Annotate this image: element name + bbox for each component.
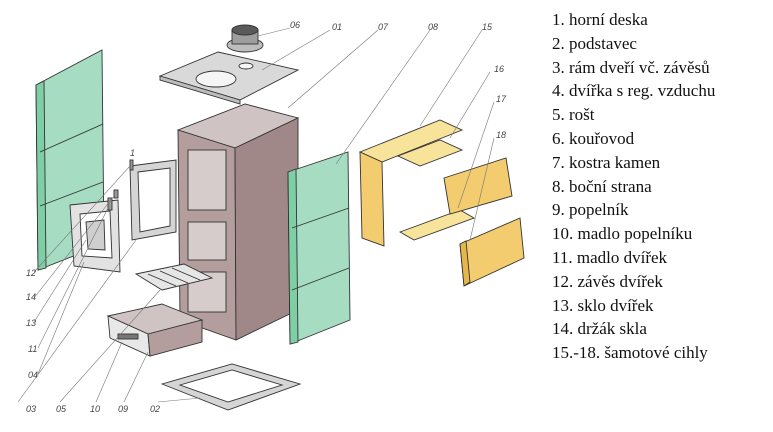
callout-08: 08 [428, 22, 438, 32]
callout-14: 14 [26, 292, 36, 302]
legend-item: 7. kostra kamen [552, 152, 661, 172]
legend-item: 1. horní deska [552, 10, 648, 29]
ash-pan [106, 303, 204, 357]
callout-01: 01 [332, 22, 342, 32]
chimney-collar [226, 24, 264, 53]
legend-item: 12. závěs dvířek [552, 271, 663, 291]
callout-09: 09 [118, 404, 128, 414]
side-tile-panel-right [287, 151, 351, 345]
stove-door [69, 199, 121, 273]
callout-11: 11 [28, 344, 37, 354]
callout-02: 02 [150, 404, 160, 414]
base-frame [160, 363, 302, 411]
callout-12: 12 [26, 268, 36, 278]
fireclay-bricks [358, 119, 525, 287]
callout-18: 18 [496, 130, 506, 140]
glass-holder [113, 189, 119, 199]
callout-10: 10 [90, 404, 100, 414]
callout-06: 06 [290, 20, 300, 30]
callout-17: 17 [496, 94, 507, 104]
callout-16: 16 [494, 64, 504, 74]
exploded-stove-diagram: 06 01 07 08 15 16 17 18 12 14 13 11 04 0… [17, 20, 525, 414]
door-frame [129, 159, 177, 241]
legend-item: 9. popelník [552, 200, 629, 220]
callout-13: 13 [26, 318, 36, 328]
callout-15: 15 [482, 22, 493, 32]
callout-05: 05 [56, 404, 67, 414]
legend-item: 8. boční strana [552, 176, 652, 196]
legend-item: 5. rošt [552, 105, 595, 125]
callout-07: 07 [378, 22, 389, 32]
door-hinge [129, 159, 134, 171]
legend-item: 2. podstavec [552, 33, 637, 53]
legend-item: 14. držák skla [552, 319, 647, 339]
legend-item: 13. sklo dvířek [552, 295, 654, 315]
legend-item: 11. madlo dvířek [552, 247, 668, 267]
callout-1: 1 [130, 148, 135, 158]
grate [134, 263, 214, 291]
stove-body [176, 103, 300, 341]
top-plate [158, 51, 300, 105]
legend-item: 4. dvířka s reg. vzduchu [552, 81, 716, 101]
parts-legend: 1. horní deska 2. podstavec 3. rám dveří… [552, 8, 773, 365]
legend-item: 3. rám dveří vč. závěsů [552, 57, 710, 77]
callout-03: 03 [26, 404, 36, 414]
ash-pan-handle [117, 333, 139, 340]
callout-04: 04 [28, 370, 38, 380]
legend-item: 6. kouřovod [552, 128, 635, 148]
legend-item: 15.-18. šamotové cihly [552, 343, 708, 363]
leader-lines [17, 27, 495, 403]
legend-item: 10. madlo popelníku [552, 224, 693, 244]
